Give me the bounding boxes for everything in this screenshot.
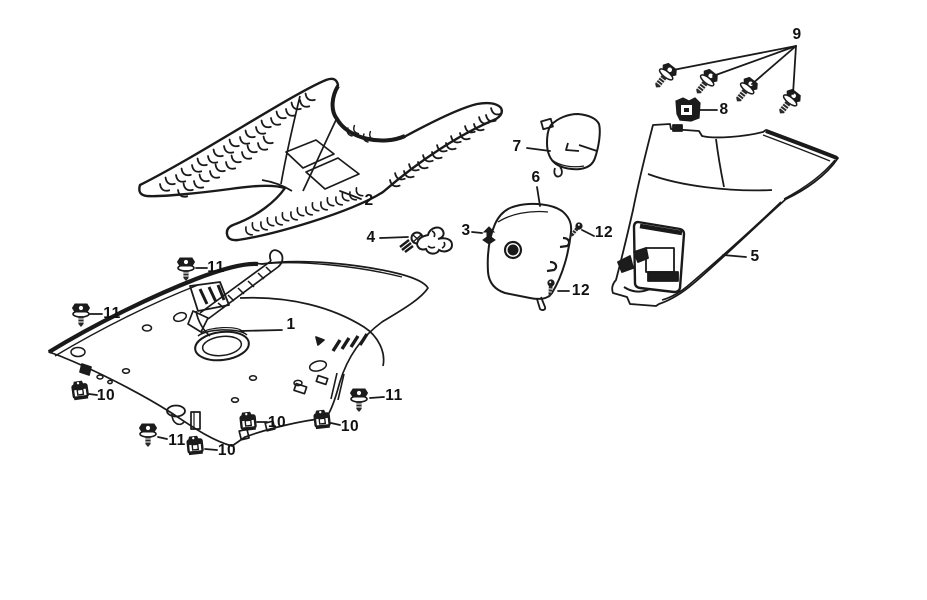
leader-line-2 (339, 190, 362, 200)
panel-feet (79, 363, 276, 441)
callout-12-label: 12 (571, 282, 591, 299)
panel-right-wing (239, 262, 403, 401)
leader-line-12 (581, 229, 595, 237)
callout-4-label: 4 (366, 229, 376, 246)
callout-10-label: 10 (96, 387, 116, 404)
leader-line-1 (239, 329, 283, 332)
part-5-center-cover (611, 123, 839, 307)
flange-bolt (772, 86, 804, 120)
callout-10-label: 10 (340, 418, 360, 435)
leader-line-10 (88, 393, 98, 396)
part-8-clip-nut (675, 97, 701, 122)
leader-line-7 (526, 147, 551, 152)
callout-8-label: 8 (719, 101, 729, 118)
callout-12-label: 12 (594, 224, 614, 241)
callout-11-label: 11 (207, 259, 225, 276)
leader-line-9 (751, 45, 797, 85)
cover5-recess-pocket (617, 220, 686, 294)
callout-6-label: 6 (531, 169, 541, 186)
leader-lines (88, 45, 797, 451)
callout-5-label: 5 (750, 248, 760, 265)
clip-nut (70, 378, 90, 401)
flange-bolt (648, 60, 680, 94)
hex-bolt (138, 423, 158, 448)
callout-3-label: 3 (461, 222, 471, 239)
leader-line-10 (204, 448, 218, 451)
hex-bolt (349, 388, 369, 413)
leader-line-4 (379, 236, 409, 239)
callout-11-label: 11 (103, 305, 121, 322)
callout-10-label: 10 (267, 414, 287, 431)
callout-2-label: 2 (364, 192, 374, 209)
callout-11-label: 11 (168, 432, 186, 449)
leader-line-11 (157, 436, 168, 440)
callout-7-label: 7 (512, 138, 522, 155)
panel-center-ring (194, 327, 250, 362)
leader-line-9 (672, 45, 797, 71)
leader-line-9 (712, 45, 797, 77)
leader-line-6 (536, 186, 541, 207)
hex-bolt (71, 303, 91, 328)
leader-line-9 (792, 45, 797, 95)
part-2-floor-mat (138, 77, 504, 242)
callout-1-label: 1 (286, 316, 296, 333)
panel-tunnel-arm (187, 249, 284, 337)
callout-10-label: 10 (217, 442, 237, 459)
leader-line-11 (369, 396, 385, 399)
panel-holes (70, 311, 328, 403)
part-4-screw-clamp (399, 226, 454, 255)
callout-11-label: 11 (385, 387, 403, 404)
hex-bolt (176, 257, 196, 282)
leader-line-3 (471, 231, 483, 234)
flange-bolt (689, 66, 721, 100)
part-3-push-clip (482, 226, 496, 245)
part-6-inner-cover (486, 202, 573, 311)
leader-line-10 (330, 422, 341, 426)
clip-nut (185, 434, 205, 456)
part-1-floor-panel (47, 249, 429, 447)
leader-line-5 (722, 254, 747, 258)
part-7-small-lid (540, 113, 601, 178)
callout-9-label: 9 (792, 26, 802, 43)
